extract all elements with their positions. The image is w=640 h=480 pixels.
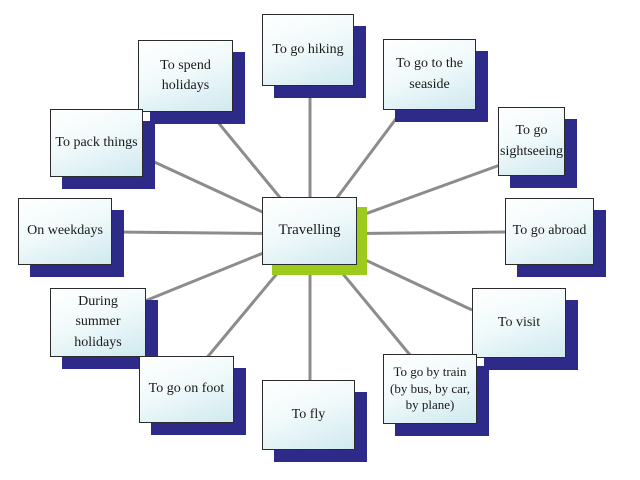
node-foot: To go on foot [139,356,246,435]
node-summer-holidays: During summer holidays [50,288,158,369]
node-weekdays: On weekdays [18,198,124,277]
node-spend-holidays: To spend holidays [138,40,245,124]
node-pack-things: To pack things [50,109,155,189]
node-seaside: To go to the seaside [383,39,488,122]
node-abroad: To go abroad [505,198,606,277]
node-train: To go by train (by bus, by car, by plane… [383,354,489,436]
node-visit: To visit [472,288,578,370]
node-travelling: Travelling [262,197,367,275]
node-fly: To fly [262,380,367,462]
node-sightseeing: To go sightseeing [498,107,577,188]
node-hiking: To go hiking [262,14,366,98]
